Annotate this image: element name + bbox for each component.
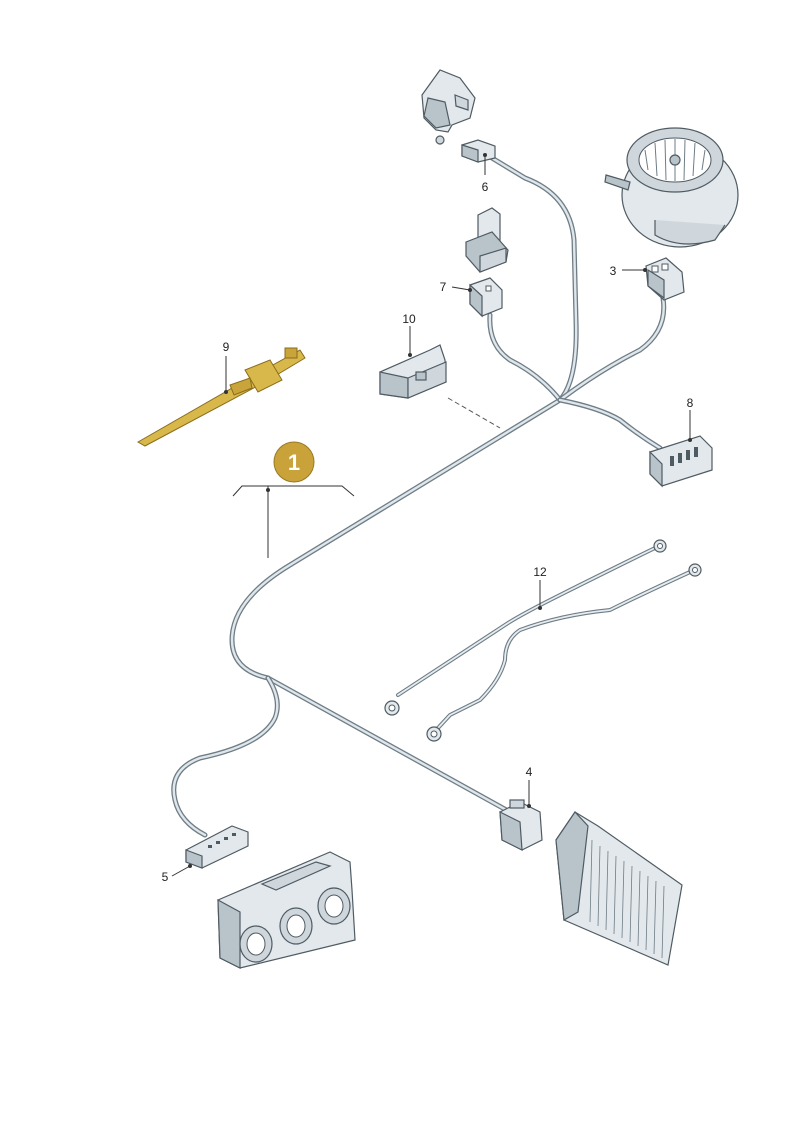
cable-tie [136,347,306,447]
servo-motor [421,69,476,145]
callout-leaders [171,153,692,877]
ground-cable-set [384,539,702,742]
blower-connector [645,257,685,301]
connector-4 [499,799,543,852]
heat-exchanger [555,811,683,966]
callout-5: 5 [162,870,169,884]
temperature-sensor [461,139,496,163]
callout-8: 8 [687,396,694,410]
callout-7: 7 [440,280,447,294]
connector-5 [185,825,249,869]
climate-control-panel [217,851,356,969]
connector-8 [649,435,713,488]
main-wiring-harness [171,155,667,838]
blower-motor [604,127,739,248]
callout-6: 6 [482,180,489,194]
callout-10: 10 [402,312,416,326]
callout-12: 12 [533,565,547,579]
callout-4: 4 [526,765,533,779]
connector-7 [469,277,503,318]
group-callout: 1 [232,441,355,558]
callout-9: 9 [223,340,230,354]
blower-resistor [465,207,509,273]
callout-3: 3 [610,264,617,278]
sensor-bracket [379,344,501,429]
group-badge-label: 1 [288,450,300,475]
